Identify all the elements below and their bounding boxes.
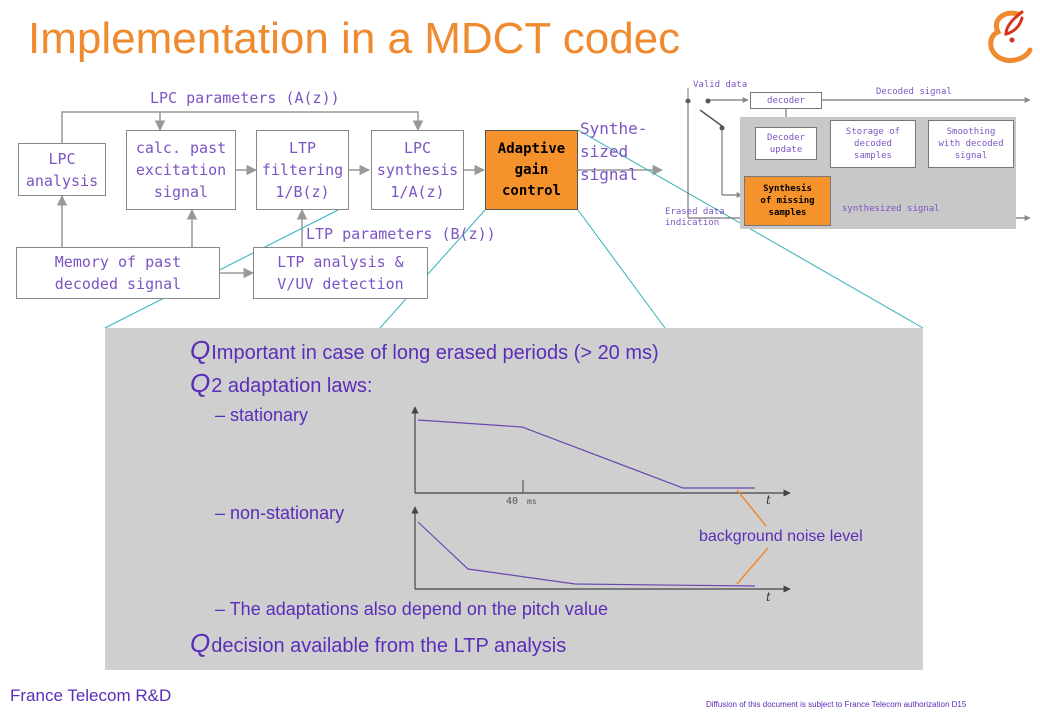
bullet-2: Q2 adaptation laws: xyxy=(190,368,373,398)
tick-label-40: 40 xyxy=(506,496,519,507)
footer-company: France Telecom R&D xyxy=(10,686,172,705)
memory-past-decoded-box: Memory of past decoded signal xyxy=(16,247,220,299)
bullet-1: QImportant in case of long erased period… xyxy=(190,335,659,365)
decoded-signal-label: Decoded signal xyxy=(876,87,952,97)
t-axis-label-non-stationary: t xyxy=(766,590,771,604)
tick-label-ms: ms xyxy=(527,497,537,506)
synthesized-signal-mini-label: synthesized signal xyxy=(842,204,940,214)
calc-past-excitation-box: calc. past excitation signal xyxy=(126,130,236,210)
decoder-box: decoder xyxy=(750,92,822,109)
sub-bullet-non-stationary: – non-stationary xyxy=(215,503,345,523)
france-telecom-logo-icon xyxy=(988,10,1033,63)
stationary-gain-curve xyxy=(417,419,755,489)
ltp-analysis-box: LTP analysis & V/UV detection xyxy=(253,247,428,299)
ltp-filtering-box: LTP filtering 1/B(z) xyxy=(256,130,349,210)
footer-disclaimer: Diffusion of this document is subject to… xyxy=(706,700,967,709)
noise-pointer-bottom xyxy=(736,547,769,585)
adaptive-gain-control-box: Adaptive gain control xyxy=(485,130,578,210)
lpc-analysis-box: LPC analysis xyxy=(18,143,106,196)
page-title: Implementation in a MDCT codec xyxy=(28,14,681,63)
smoothing-box: Smoothing with decoded signal xyxy=(928,120,1014,168)
noise-pointer-top xyxy=(736,489,767,527)
synthesis-missing-samples-box: Synthesis of missing samples xyxy=(744,176,831,226)
t-axis-label-stationary: t xyxy=(766,493,771,507)
sub-bullet-pitch: – The adaptations also depend on the pit… xyxy=(215,599,608,619)
non-stationary-gain-curve xyxy=(417,521,756,587)
storage-decoded-samples-box: Storage of decoded samples xyxy=(830,120,916,168)
decoder-update-box: Decoder update xyxy=(755,127,817,160)
sub-bullet-stationary: – stationary xyxy=(215,405,309,425)
background-noise-label: background noise level xyxy=(699,528,863,545)
lpc-synthesis-box: LPC synthesis 1/A(z) xyxy=(371,130,464,210)
bullet-3: Qdecision available from the LTP analysi… xyxy=(190,628,567,658)
erased-data-indication-label: Erased data indication xyxy=(665,207,725,228)
valid-data-label: Valid data xyxy=(693,80,748,90)
synthesized-signal-label: Synthe- sized signal xyxy=(580,119,648,184)
lpc-parameters-label: LPC parameters (A(z)) xyxy=(150,89,340,107)
ltp-parameters-label: LTP parameters (B(z)) xyxy=(306,225,496,243)
content-panel xyxy=(105,328,923,670)
